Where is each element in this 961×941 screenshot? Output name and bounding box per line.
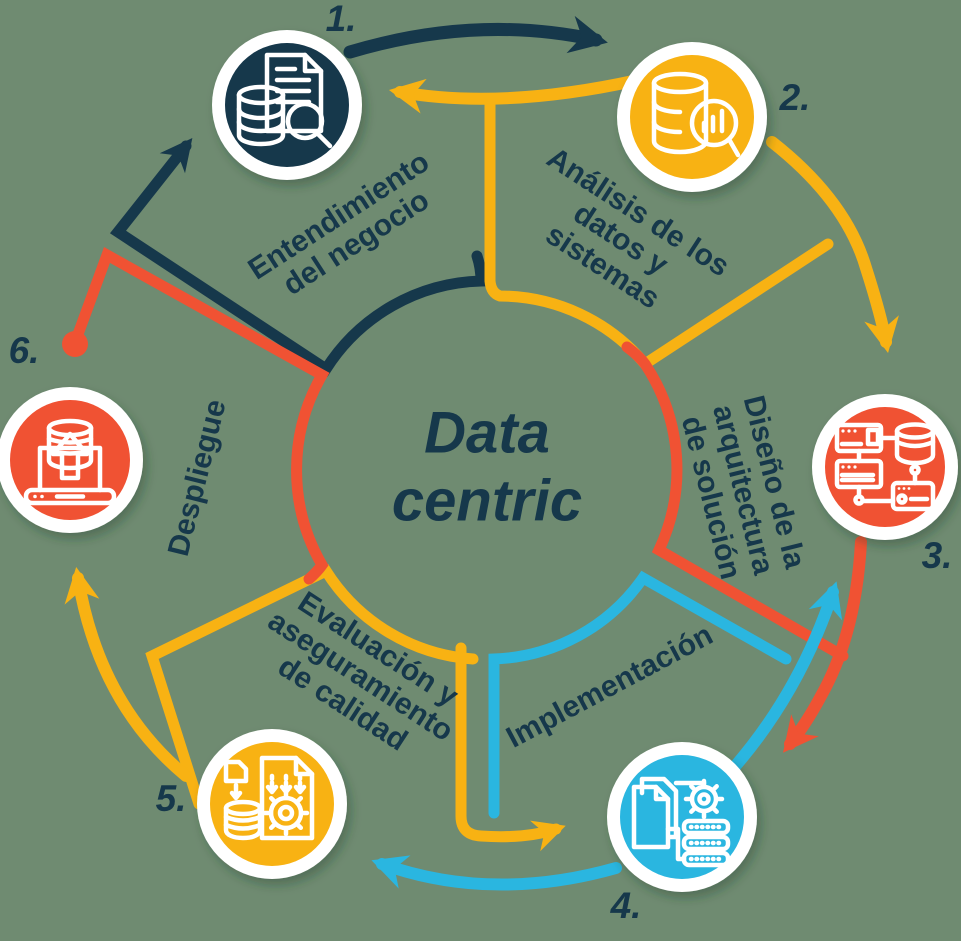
arrow-2-to-3 bbox=[766, 136, 899, 354]
step-3-number: 3. bbox=[921, 535, 953, 576]
step-3-badge bbox=[812, 394, 958, 540]
segment-3-outline bbox=[621, 341, 849, 662]
documents-gear-servers-icon bbox=[631, 776, 731, 868]
step-2-number: 2. bbox=[779, 77, 811, 118]
laptop-database-upload-icon bbox=[23, 418, 117, 506]
step-1-badge bbox=[212, 30, 362, 180]
step-5-number: 5. bbox=[155, 778, 187, 819]
step-6-badge bbox=[0, 387, 143, 533]
document-gear-database-icon bbox=[223, 755, 315, 841]
arrow-3-to-4 bbox=[783, 536, 867, 753]
center-title-line: centric bbox=[391, 469, 583, 534]
step-4-number: 4. bbox=[610, 885, 642, 926]
step-6-number: 6. bbox=[8, 330, 40, 371]
arrow-4-to-3 bbox=[725, 581, 843, 777]
arrow-5-to-6 bbox=[64, 566, 192, 782]
step-1-number: 1. bbox=[325, 0, 357, 39]
segment-2-outline bbox=[484, 98, 834, 372]
step-5-badge bbox=[197, 729, 347, 879]
document-database-magnifier-icon bbox=[236, 52, 333, 149]
center-title-line: Data bbox=[424, 400, 550, 466]
database-magnifier-chart-icon bbox=[651, 71, 741, 158]
step-2-badge bbox=[617, 42, 767, 192]
segment-6-outline bbox=[71, 247, 330, 585]
arrow-1-to-2 bbox=[343, 15, 608, 59]
center-title: Data centric bbox=[392, 400, 582, 537]
segment-4-outline bbox=[488, 570, 792, 819]
segment-outlines bbox=[62, 98, 849, 852]
arrow-2-to-1 bbox=[388, 74, 644, 114]
segment-6-end-dot bbox=[62, 331, 88, 357]
connector-arrows bbox=[64, 15, 899, 891]
segment-1-outline bbox=[109, 137, 487, 377]
segment-5-divider-arrow bbox=[455, 642, 566, 852]
segment-5-outline bbox=[145, 563, 479, 810]
step-4-badge bbox=[607, 742, 757, 892]
arrow-4-to-5 bbox=[371, 855, 622, 891]
server-network-icon bbox=[834, 422, 936, 512]
